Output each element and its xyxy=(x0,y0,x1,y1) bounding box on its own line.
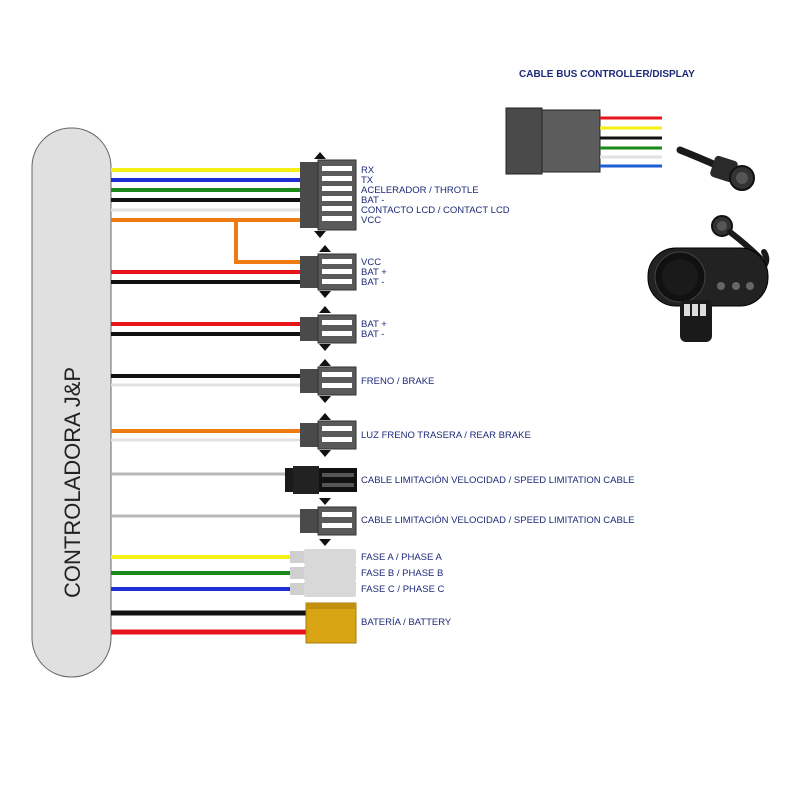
speed-limit-1-connector xyxy=(285,466,357,505)
label-vcc-1: VCC xyxy=(361,215,381,226)
label-speed-limit-1: CABLE LIMITACIÓN VELOCIDAD / SPEED LIMIT… xyxy=(361,475,634,486)
bus-connector xyxy=(505,107,662,175)
label-rx: RX xyxy=(361,165,375,176)
rear-brake-connector xyxy=(300,413,357,457)
label-throttle: ACELERADOR / THROTLE xyxy=(361,185,479,196)
display-bus-connector xyxy=(300,152,357,238)
label-brake: FRENO / BRAKE xyxy=(361,376,434,387)
label-bat-plus-1: BAT + xyxy=(361,267,387,278)
label-bat-minus-3: BAT - xyxy=(361,329,384,340)
speed-limit-2-connector xyxy=(300,506,357,546)
round-connector-icon xyxy=(676,146,755,191)
battery-wires xyxy=(111,610,306,635)
label-phase-c: FASE C / PHASE C xyxy=(361,584,445,595)
label-phase-a: FASE A / PHASE A xyxy=(361,552,442,563)
label-tx: TX xyxy=(361,175,374,186)
lcd-throttle-icon xyxy=(647,215,770,342)
power-wires xyxy=(111,218,300,284)
brake-wires xyxy=(111,374,300,387)
label-bat-plus-2: BAT + xyxy=(361,319,387,330)
label-contact-lcd: CONTACTO LCD / CONTACT LCD xyxy=(361,205,510,216)
power-connector xyxy=(300,245,357,298)
brake-connector xyxy=(300,359,357,403)
label-bat-minus-1: BAT - xyxy=(361,195,384,206)
controller-label: CONTROLADORA J&P xyxy=(60,367,85,598)
rear-brake-wires xyxy=(111,429,300,442)
label-rear-brake: LUZ FRENO TRASERA / REAR BRAKE xyxy=(361,430,531,441)
controller-body xyxy=(31,127,112,678)
battery-connector xyxy=(305,602,357,644)
label-bat-minus-2: BAT - xyxy=(361,277,384,288)
bat-wires xyxy=(111,322,300,336)
diagram-title: CABLE BUS CONTROLLER/DISPLAY xyxy=(519,69,695,80)
phase-wires xyxy=(111,555,292,591)
label-vcc-2: VCC xyxy=(361,257,381,268)
display-bus-wires xyxy=(111,168,300,222)
label-phase-b: FASE B / PHASE B xyxy=(361,568,443,579)
bat-connector xyxy=(300,306,357,351)
phase-connectors xyxy=(290,549,356,597)
label-battery: BATERÍA / BATTERY xyxy=(361,617,452,628)
label-speed-limit-2: CABLE LIMITACIÓN VELOCIDAD / SPEED LIMIT… xyxy=(361,515,634,526)
